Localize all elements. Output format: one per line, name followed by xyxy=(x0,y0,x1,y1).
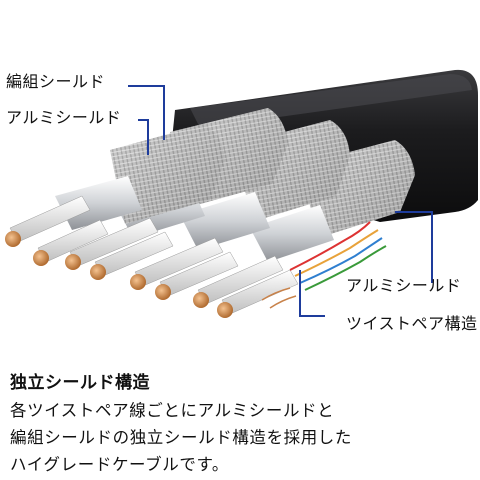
pair-group-1 xyxy=(55,124,225,230)
twisted-pair-strands xyxy=(261,221,387,309)
description-line-2: 編組シールドの独立シールド構造を採用した xyxy=(10,428,352,447)
braid-shield-label: 編組シールド xyxy=(6,72,106,91)
description-line-3: ハイグレードケーブルです。 xyxy=(10,455,229,474)
leader-braid xyxy=(128,85,165,140)
aluminum-shield-label-right: アルミシールド xyxy=(346,276,462,295)
wires-pair-2 xyxy=(65,217,174,280)
twisted-pair-label: ツイストペア構造 xyxy=(346,314,478,333)
leader-alu-right xyxy=(395,211,433,283)
aluminum-shield-label-top: アルミシールド xyxy=(6,108,122,127)
description-block: 独立シールド構造 各ツイストペア線ごとにアルミシールドと 編組シールドの独立シー… xyxy=(10,368,478,478)
description-line-1: 各ツイストペア線ごとにアルミシールドと xyxy=(10,401,335,420)
leader-alu-top xyxy=(138,119,149,155)
cable-illustration xyxy=(5,69,478,318)
wires-pair-1 xyxy=(5,195,109,266)
wires-pair-3 xyxy=(130,237,239,300)
leader-lines xyxy=(128,85,433,317)
leader-twisted xyxy=(299,270,325,317)
wires-pair-4 xyxy=(193,255,299,318)
section-title: 独立シールド構造 xyxy=(10,373,150,393)
